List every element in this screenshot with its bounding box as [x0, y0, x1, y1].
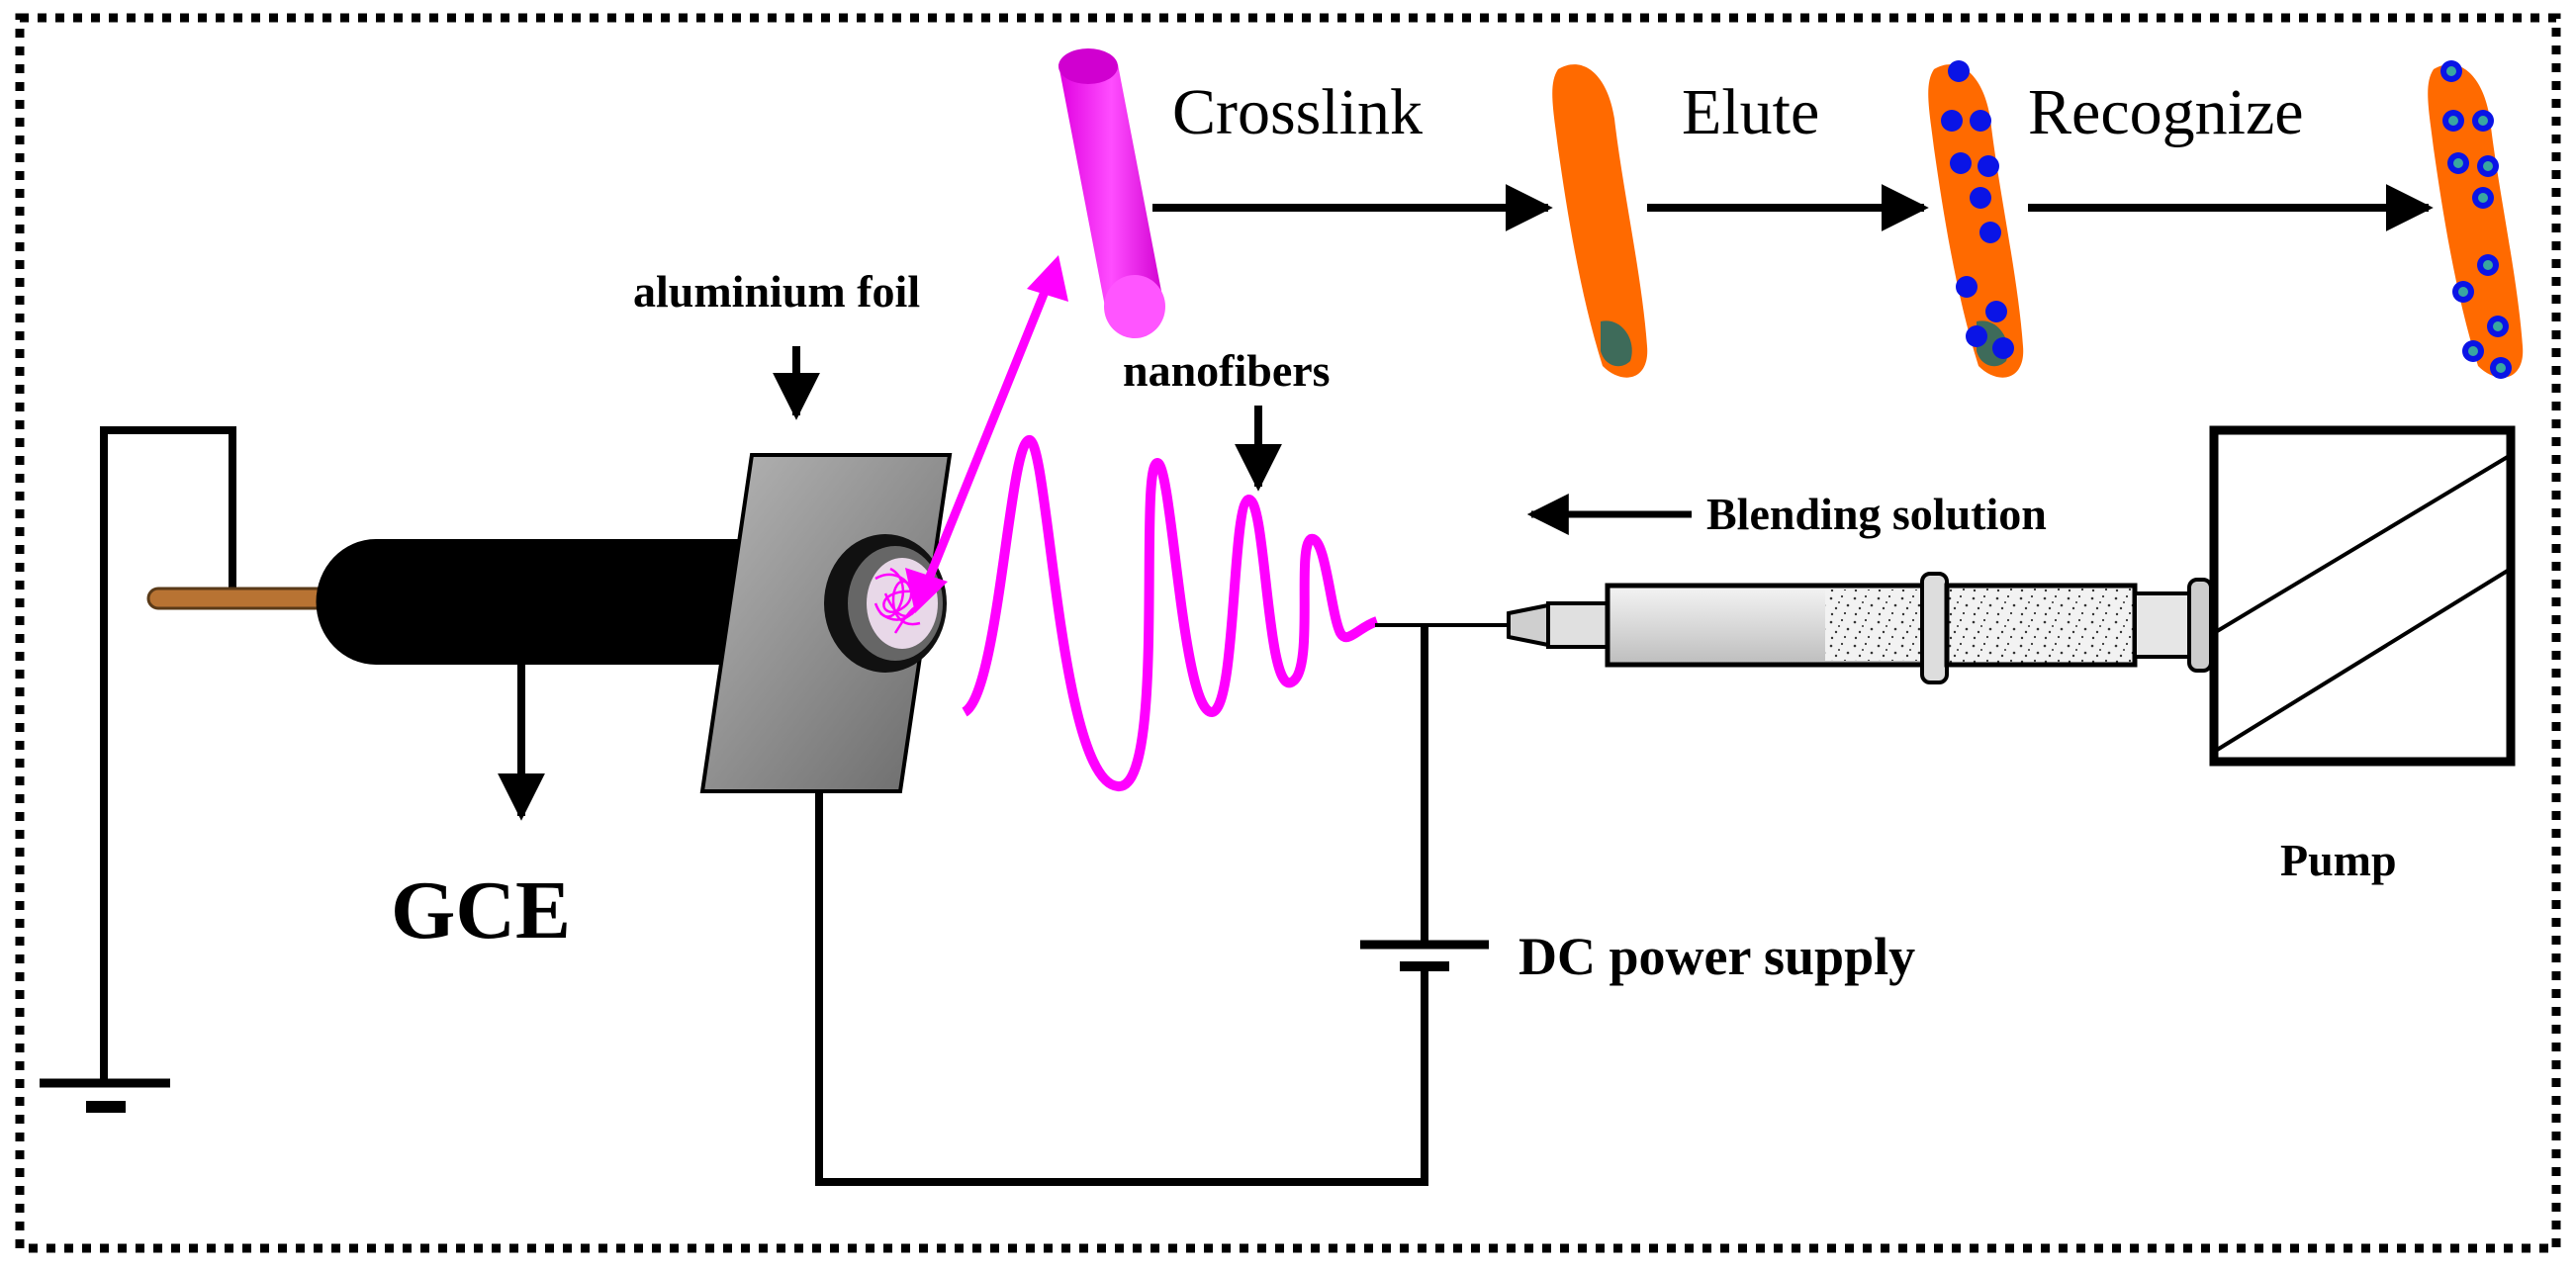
crosslinked-fiber [1552, 64, 1648, 378]
ground-circuit [40, 426, 236, 1113]
electrode-body [316, 539, 752, 665]
nanofiber-rod [1058, 48, 1165, 338]
nanofibers-label: nanofibers [1123, 345, 1331, 396]
template-cavities [1941, 60, 2014, 359]
gce-label: GCE [391, 864, 571, 956]
nanofiber-jet [961, 434, 1379, 791]
dc-circuit [815, 625, 1489, 1186]
pump-label: Pump [2280, 835, 2397, 885]
elute-label: Elute [1682, 76, 1819, 148]
recognize-label: Recognize [2028, 76, 2304, 148]
gce-electrode [146, 539, 752, 821]
dc-power-supply-label: DC power supply [1518, 927, 1915, 986]
syringe-icon [1375, 572, 2213, 684]
aluminium-foil [699, 346, 953, 793]
collected-fibers [874, 567, 921, 634]
recognized-fiber [2428, 60, 2524, 379]
zoom-arrow [905, 255, 1068, 613]
aluminium-foil-label: aluminium foil [633, 266, 920, 317]
recognized-sites [2440, 60, 2512, 379]
copper-wire [146, 587, 343, 610]
crosslink-label: Crosslink [1172, 76, 1423, 148]
pump-box-icon [2209, 425, 2516, 767]
dotted-frame [15, 13, 2561, 1253]
eluted-fiber [1928, 60, 2024, 378]
template-patch [1601, 320, 1632, 367]
blending-solution-label: Blending solution [1706, 489, 2047, 539]
